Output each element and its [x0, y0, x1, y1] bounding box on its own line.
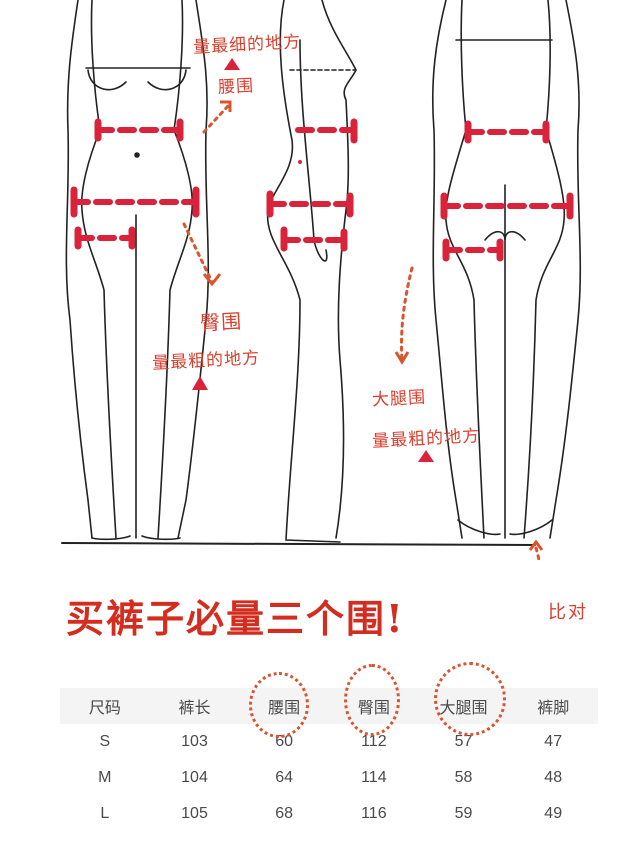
cell: 105: [181, 805, 208, 822]
cell: 57: [454, 733, 473, 750]
cell: 47: [544, 733, 563, 750]
thigh-circle-highlight: [434, 662, 506, 736]
cell: 112: [361, 733, 387, 750]
hip-circle-highlight: [344, 664, 400, 736]
cell: 116: [361, 805, 387, 822]
waist-label: 腰围: [217, 76, 255, 98]
thigh-label: 大腿围: [371, 387, 427, 411]
cell: 104: [181, 769, 208, 786]
cell: L: [100, 805, 110, 822]
header-length: 裤长: [178, 700, 211, 717]
cell: 114: [361, 769, 387, 786]
cell: S: [99, 733, 111, 750]
table-header: 尺码 裤长 腰围 臀围 大腿围 裤脚: [60, 688, 598, 724]
cell: 48: [544, 769, 563, 786]
header-hem: 裤脚: [537, 700, 570, 717]
cell: 58: [454, 769, 473, 786]
table-row: L 105 68 116 59 49: [60, 796, 598, 832]
cell: 68: [275, 805, 294, 822]
waist-circle-highlight: [249, 672, 309, 738]
cell: 103: [181, 733, 208, 750]
cell: 64: [275, 769, 294, 786]
compare-label: 比对: [548, 602, 588, 623]
page-title: 买裤子必量三个围!: [66, 596, 405, 641]
cell: 49: [544, 805, 563, 822]
header-size: 尺码: [88, 700, 121, 717]
body-measurement-illustration: [61, 0, 582, 560]
hip-label: 臀围: [199, 308, 243, 336]
table-row: M 104 64 114 58 48: [60, 760, 598, 796]
cell: M: [98, 769, 112, 786]
cell: 59: [454, 805, 473, 822]
size-table: 尺码 裤长 腰围 臀围 大腿围 裤脚 S 103 60 112 57 47 M …: [60, 688, 598, 832]
table-row: S 103 60 112 57 47: [60, 724, 598, 760]
